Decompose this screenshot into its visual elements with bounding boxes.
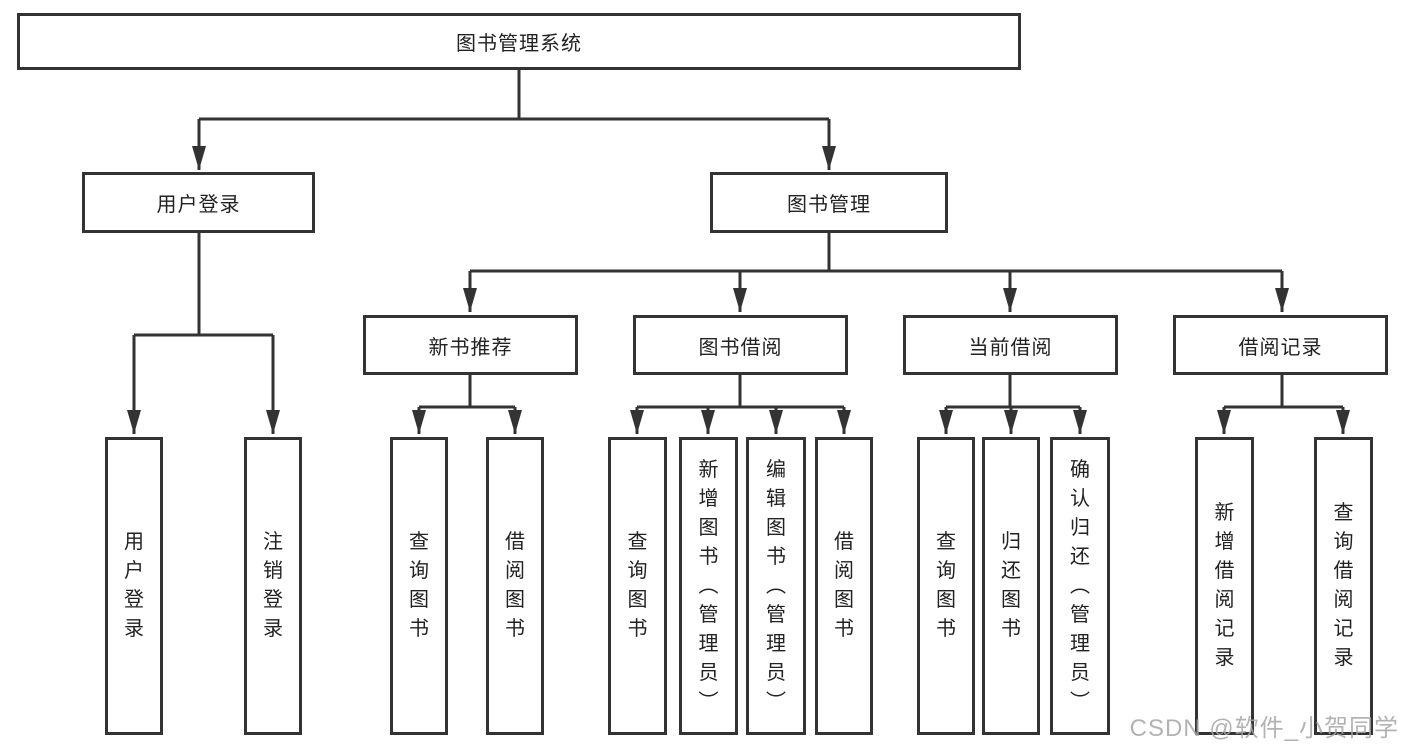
leaf-add-book-admin: 新增图书︵管理员︶ — [679, 437, 738, 735]
leaf-add-borrow-record: 新增借阅记录 — [1195, 437, 1254, 735]
csdn-watermark: CSDN @软件_小贺同学 — [1129, 715, 1399, 742]
leaf-query-book-2: 查询图书 — [608, 437, 667, 735]
leaf-query-borrow-record: 查询借阅记录 — [1314, 437, 1373, 735]
node-book-borrow: 图书借阅 — [633, 315, 848, 375]
leaf-logout: 注销登录 — [244, 437, 302, 735]
leaf-return-book: 归还图书 — [982, 437, 1040, 735]
node-current-borrow: 当前借阅 — [903, 315, 1118, 375]
leaf-borrow-book-2: 借阅图书 — [815, 437, 873, 735]
leaf-borrow-book-1: 借阅图书 — [486, 437, 544, 735]
leaf-confirm-return-admin: 确认归还︵管理员︶ — [1050, 437, 1110, 735]
node-root-system: 图书管理系统 — [17, 13, 1021, 70]
leaf-edit-book-admin: 编辑图书︵管理员︶ — [746, 437, 806, 735]
node-new-book-recommend: 新书推荐 — [363, 315, 578, 375]
connector-trunks — [134, 70, 1343, 409]
node-user-login: 用户登录 — [82, 172, 315, 233]
leaf-query-book-3: 查询图书 — [917, 437, 975, 735]
leaf-query-book-1: 查询图书 — [390, 437, 448, 735]
node-book-management: 图书管理 — [710, 172, 948, 233]
node-borrow-records: 借阅记录 — [1173, 315, 1388, 375]
leaf-user-login: 用户登录 — [105, 437, 163, 735]
